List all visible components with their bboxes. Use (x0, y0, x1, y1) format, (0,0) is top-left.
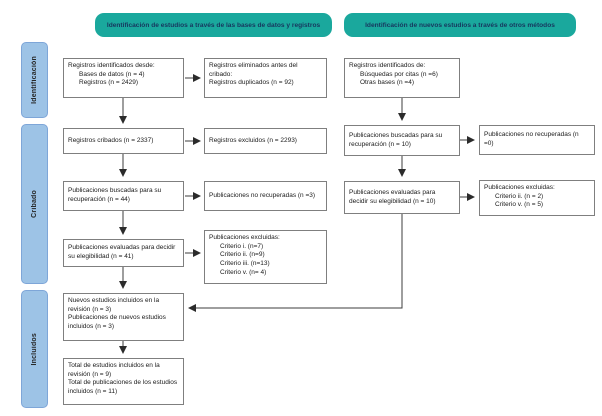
box-line: Búsquedas por citas (n =6) (360, 70, 438, 78)
box-reports-assessed-other: Publicaciones evaluadas para decidir su … (344, 181, 460, 214)
box-line: Registros duplicados (n = 92) (209, 79, 294, 87)
stage-label-text: Cribado (31, 190, 38, 218)
box-line: Publicaciones evaluadas para decidir su … (68, 244, 176, 260)
box-reports-not-retrieved-databases: Publicaciones no recuperadas (n =3) (204, 181, 327, 211)
box-line: Registros eliminados antes del cribado: (209, 62, 298, 78)
box-reports-sought-other: Publicaciones buscadas para su recuperac… (344, 125, 460, 156)
box-reports-not-retrieved-other: Publicaciones no recuperadas (n =0) (479, 125, 595, 155)
box-line: Criterio v. (n = 5) (495, 201, 544, 209)
box-line: Registros cribados (n = 2337) (68, 136, 154, 144)
box-records-identified-other: Registros identificados de: Búsquedas po… (344, 58, 460, 98)
box-records-identified-databases: Registros identificados desde: Bases de … (63, 58, 184, 98)
box-records-screened: Registros cribados (n = 2337) (63, 128, 184, 154)
box-line: Publicaciones no recuperadas (n =3) (209, 191, 316, 199)
box-line: Nuevos estudios incluidos en la revisión… (68, 297, 160, 313)
box-total-studies-included: Total de estudios incluidos en la revisi… (63, 358, 184, 405)
stage-label-identificacion: Identificación (21, 42, 48, 118)
box-reports-excluded-databases: Publicaciones excluidas: Criterio i. (n=… (204, 230, 327, 284)
box-line: Registros identificados desde: (68, 62, 155, 69)
box-new-studies-included: Nuevos estudios incluidos en la revisión… (63, 293, 184, 341)
stage-label-cribado: Cribado (21, 124, 48, 284)
box-line: Criterio ii. (n = 2) (495, 192, 544, 200)
box-line: Publicaciones evaluadas para decidir su … (349, 188, 436, 205)
box-line: Publicaciones de nuevos estudios incluid… (68, 314, 166, 331)
stage-label-text: Incluidos (31, 332, 38, 366)
box-records-excluded: Registros excluidos (n = 2293) (204, 128, 327, 154)
box-line: Publicaciones excluidas: (484, 184, 555, 191)
box-reports-assessed-databases: Publicaciones evaluadas para decidir su … (63, 239, 184, 267)
box-line: Publicaciones buscadas para su recuperac… (68, 187, 162, 203)
box-line: Publicaciones no recuperadas (n =0) (484, 131, 579, 147)
box-line: Bases de datos (n = 4) (79, 70, 145, 78)
box-line: Registros identificados de: (349, 62, 426, 69)
header-databases-registers: Identificación de estudios a través de l… (95, 13, 332, 37)
box-reports-sought-databases: Publicaciones buscadas para su recuperac… (63, 181, 184, 211)
box-line: Registros excluidos (n = 2293) (209, 136, 297, 144)
box-records-removed-before-screening: Registros eliminados antes del cribado: … (204, 58, 327, 98)
box-line: Criterio i. (n=7) (220, 242, 264, 250)
box-line: Total de publicaciones de los estudios i… (68, 379, 178, 396)
stage-label-text: Identificación (31, 56, 38, 104)
box-line: Registros (n = 2429) (79, 79, 139, 87)
box-reports-excluded-other: Publicaciones excluidas: Criterio ii. (n… (479, 180, 595, 216)
stage-label-incluidos: Incluidos (21, 290, 48, 408)
box-line: Total de estudios incluidos en la revisi… (68, 362, 160, 378)
box-line: Publicaciones excluidas: (209, 234, 280, 241)
box-line: Criterio iii. (n=13) (220, 260, 270, 268)
box-line: Criterio ii. (n=9) (220, 251, 265, 259)
header-other-methods: Identificación de nuevos estudios a trav… (344, 13, 576, 37)
box-line: Otras bases (n =4) (360, 79, 415, 87)
box-line: Publicaciones buscadas para su recuperac… (349, 131, 443, 148)
box-line: Criterio v. (n= 4) (220, 268, 267, 276)
